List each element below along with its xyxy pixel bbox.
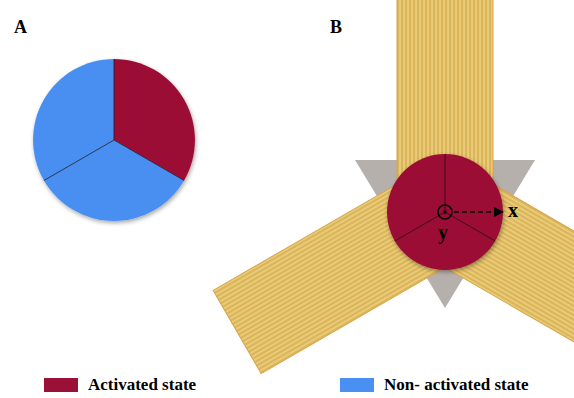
legend-swatch <box>44 378 78 392</box>
pie-chart <box>33 59 195 221</box>
y-axis-dot <box>443 210 447 214</box>
disc-lines <box>395 154 495 241</box>
x-axis-arrow <box>454 211 503 213</box>
sector-lines <box>44 59 184 181</box>
legend-text: Non- activated state <box>384 376 528 393</box>
non-activated-sector <box>33 59 114 181</box>
legend-text: Activated state <box>88 376 196 393</box>
panel-label: A <box>14 18 27 36</box>
actuator <box>213 0 574 374</box>
axis-label: x <box>508 200 518 220</box>
legend-swatch <box>340 378 374 392</box>
axis-label: y <box>438 222 448 242</box>
activated-disc <box>387 154 503 270</box>
y-axis-symbol <box>438 205 452 219</box>
panel-label: B <box>330 18 342 36</box>
